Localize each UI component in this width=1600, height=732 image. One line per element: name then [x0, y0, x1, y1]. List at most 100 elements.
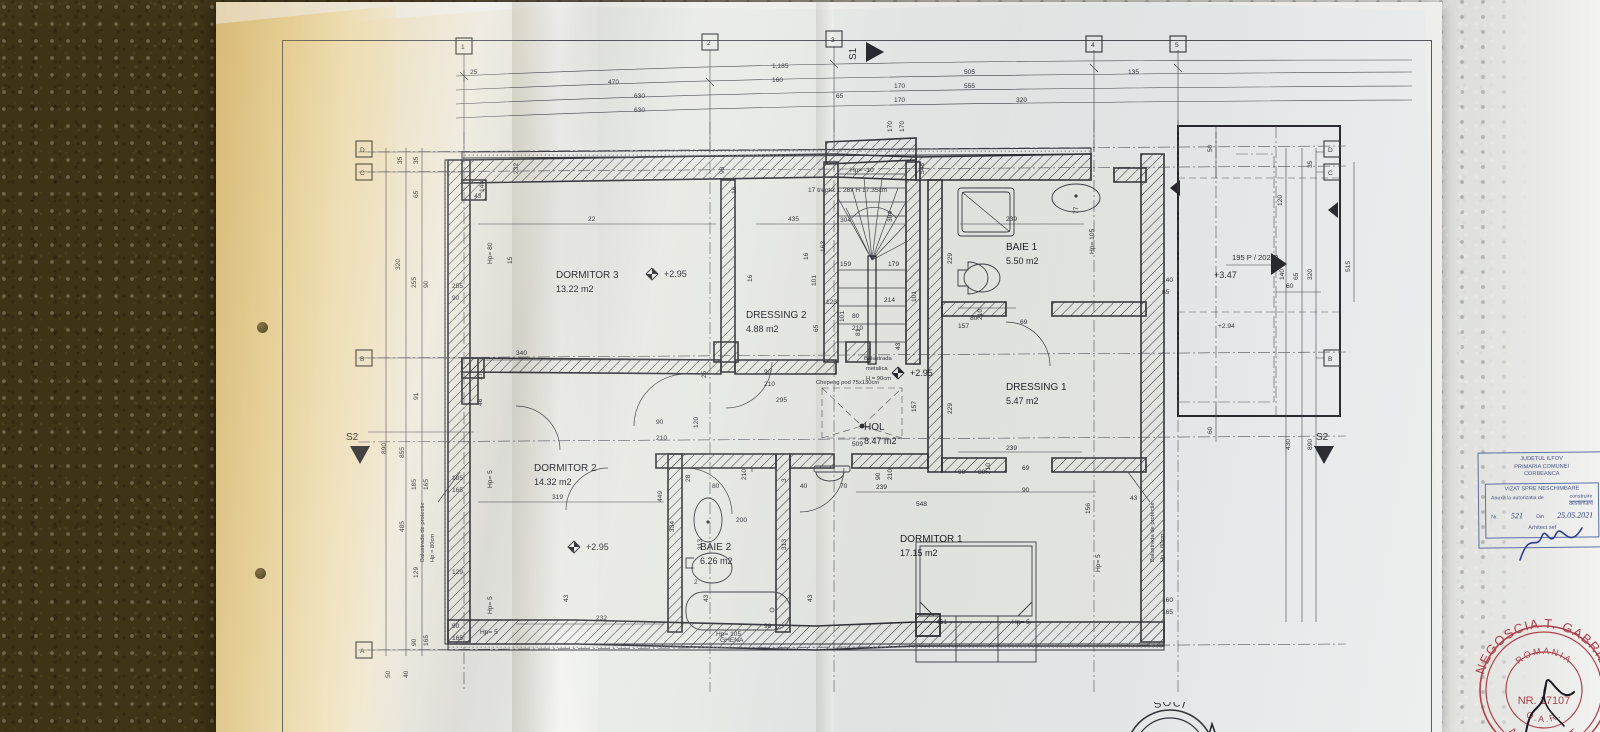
- dim-90a: 90: [764, 369, 772, 376]
- section-label-s2-right: S2: [1316, 432, 1329, 443]
- svg-text:H = 90cm: H = 90cm: [866, 376, 891, 382]
- staircase: Hp= -10 17 trepte: L 28x H 17.35cm 304 1…: [808, 167, 918, 365]
- dim-top-320: 320: [1016, 97, 1027, 104]
- paper-sheet: .w { fill:url(#wallhatch); stroke:#2d2d3…: [216, 2, 1600, 732]
- dim-left-165d: 165: [452, 635, 463, 642]
- approval-stamp-nr-label: Nr.: [1491, 514, 1498, 521]
- railing-metal-1: Balustrada: [864, 356, 892, 362]
- roof-terrace: 195 P / 202 R +3.47 +2.94 50 60 60 515: [1170, 125, 1355, 442]
- dim-left-185b: 185: [452, 475, 463, 482]
- dim-90d: 157: [958, 323, 969, 330]
- axis-tag-4: 4: [1091, 42, 1095, 49]
- dim-80c: 80: [970, 315, 978, 322]
- dim-top-160: 160: [772, 77, 783, 84]
- axis-tag-1: 1: [461, 44, 465, 51]
- dim-right-140: 140: [1279, 269, 1286, 280]
- dim-left-50: 50: [385, 670, 392, 678]
- partial-bottom-stamp: SOCI: [1116, 697, 1236, 732]
- room-label-baie-1: BAIE 1: [1006, 242, 1038, 253]
- dim-313a: 313: [697, 539, 704, 550]
- dim-stair-140: 101: [839, 311, 846, 322]
- axis-tags-top: 1 2 3 4 5: [455, 30, 1187, 55]
- approval-stamp-nr-value: 521: [1510, 510, 1524, 520]
- dim-90e: 90: [958, 469, 966, 476]
- dim-98: 98: [764, 623, 772, 630]
- dim-16c: 16: [731, 186, 738, 194]
- dim-chain-right: 35 120 140 65 320 890 430 140 65 160 165: [1162, 148, 1324, 622]
- dim-43c: 98: [719, 166, 726, 174]
- dim-chain-left: 35 35 65 320 255 90 255 90 91 890 855 18…: [368, 148, 474, 678]
- dim-terrace-60b: 60: [1207, 426, 1214, 434]
- dim-left-255: 255: [411, 277, 418, 288]
- dim-stair-318: 101: [911, 291, 918, 302]
- section-arrow-s2-right: [1314, 446, 1334, 464]
- railing-left-note: Balustrada de protectie: [420, 502, 426, 562]
- dim-295: 295: [776, 397, 787, 404]
- dim-210c: 210: [852, 325, 863, 332]
- hp-dormitor2-b: Hp= 5: [487, 596, 494, 614]
- room-area-dormitor-1: 17.15 m2: [900, 548, 938, 558]
- dim-90c: 90: [875, 472, 882, 480]
- approval-stamp: JUDETUL ILFOV PRIMARIA COMUNEI CORBEANCA…: [1477, 451, 1600, 549]
- dim-top-170d: 170: [899, 121, 906, 132]
- dim-156: 156: [1085, 503, 1092, 514]
- dim-210g: 210: [985, 463, 992, 474]
- dim-left-185: 185: [411, 479, 418, 490]
- hp-dormitor1-a: Hp= 5: [1095, 554, 1102, 572]
- axis-tag-d-left: D: [360, 147, 365, 154]
- section-label-s2-left: S2: [346, 432, 359, 443]
- room-area-dressing-2: 4.88 m2: [746, 324, 779, 334]
- dim-left-90d: 90: [452, 623, 460, 630]
- approval-stamp-line3: CORBEANCA: [1523, 470, 1560, 478]
- dim-top-1185: 1,185: [772, 63, 789, 70]
- dim-461: 461: [936, 619, 947, 626]
- dim-210b: 210: [656, 435, 667, 442]
- svg-text:ROMANIA: ROMANIA: [1514, 646, 1575, 666]
- dim-right-120: 120: [1277, 195, 1284, 206]
- room-fills: [464, 162, 1164, 632]
- dim-chain-top: 25 470 630 630 1,185 160 65 505 555 320 …: [455, 46, 1413, 152]
- dim-stair-113: 123: [826, 299, 837, 306]
- axis-tag-5: 5: [1175, 42, 1179, 49]
- room-label-dressing-1: DRESSING 1: [1006, 382, 1067, 393]
- section-arrow-s1: [866, 42, 884, 62]
- dim-right-890: 890: [1307, 439, 1314, 450]
- dim-stair-123: 304: [887, 211, 894, 222]
- dim-239b: 239: [1006, 445, 1017, 452]
- attic-hatch: Chepeng pod 75x130cm: [816, 380, 903, 439]
- approval-stamp-inner: VIZAT SPRE NESCHIMBARE Anexa la autoriza…: [1484, 482, 1600, 539]
- balustrade-notes: Balustrada metalica H = 90cm Balustrada …: [420, 356, 1166, 644]
- dim-right-165: 165: [1162, 609, 1173, 616]
- section-mark-s2-left: S2: [346, 432, 370, 464]
- axis-tag-2: 2: [707, 40, 711, 47]
- dim-top-630b: 630: [634, 107, 645, 114]
- dim-stair-15: 101: [811, 275, 818, 286]
- railing-right-note: Balustrada de protectie: [1150, 502, 1156, 562]
- dim-left-320: 320: [395, 259, 402, 270]
- level-markers: +2.95 +2.95 +2.95: [567, 267, 933, 554]
- level-mark-dormitor3: +2.95: [664, 269, 687, 279]
- dim-left-90: 90: [423, 280, 430, 288]
- dim-left-165c: 165: [423, 635, 430, 646]
- dim-left-129: 129: [413, 567, 420, 578]
- dim-left-35b: 35: [413, 156, 420, 164]
- roof-ratio: +2.94: [1218, 323, 1235, 330]
- dim-40: 40: [800, 483, 808, 490]
- dim-25: 25: [701, 370, 708, 378]
- punch-hole-top: [257, 322, 268, 333]
- hp-baie2: Hp= 105: [716, 631, 741, 638]
- dim-right-430: 430: [1285, 439, 1292, 450]
- punch-hole-bottom: [255, 568, 266, 579]
- dim-70: 70: [840, 483, 848, 490]
- axis-tag-3: 3: [831, 37, 835, 44]
- svg-text:Hp = 80cm: Hp = 80cm: [1160, 534, 1166, 562]
- room-area-dormitor-3: 13.22 m2: [556, 284, 594, 294]
- dim-left-855: 855: [399, 447, 406, 458]
- axis-tag-b-left: B: [360, 356, 365, 363]
- room-area-baie-1: 5.50 m2: [1006, 256, 1039, 266]
- dim-210f: 210: [977, 309, 984, 320]
- dim-top-170b: 170: [894, 97, 905, 104]
- dim-left-165b: 165: [452, 487, 463, 494]
- exterior-walls: [444, 137, 1165, 651]
